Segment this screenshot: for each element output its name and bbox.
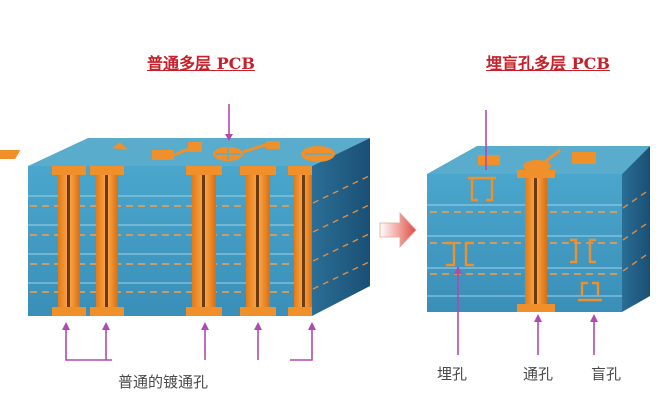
right-top-pads bbox=[478, 148, 596, 172]
right-inner-layers bbox=[430, 211, 620, 275]
right-board-side-face bbox=[622, 146, 650, 312]
left-callout-arrowheads bbox=[62, 322, 316, 330]
left-callout-1 bbox=[65, 327, 112, 361]
left-through-vias bbox=[52, 166, 312, 316]
left-board-side-face bbox=[312, 138, 370, 316]
left-board bbox=[0, 104, 370, 316]
label-through-via: 通孔 bbox=[523, 365, 554, 383]
right-blind-via-bottom bbox=[578, 281, 602, 302]
left-top-pads bbox=[0, 141, 335, 162]
title-normal-multilayer-pcb: 普通多层 PCB bbox=[147, 54, 255, 73]
left-bracket-callouts bbox=[65, 327, 313, 361]
right-board bbox=[427, 110, 650, 355]
right-buried-via bbox=[446, 241, 474, 267]
label-plated-through-holes: 普通的镀通孔 bbox=[118, 373, 209, 391]
label-buried-via: 埋孔 bbox=[437, 365, 468, 383]
title-buried-blind-via-pcb: 埋盲孔多层 PCB bbox=[486, 54, 610, 73]
right-blind-via-top bbox=[468, 176, 496, 202]
left-callout-5 bbox=[290, 327, 313, 361]
transition-arrow-icon bbox=[379, 211, 417, 249]
label-blind-via: 盲孔 bbox=[591, 365, 622, 383]
